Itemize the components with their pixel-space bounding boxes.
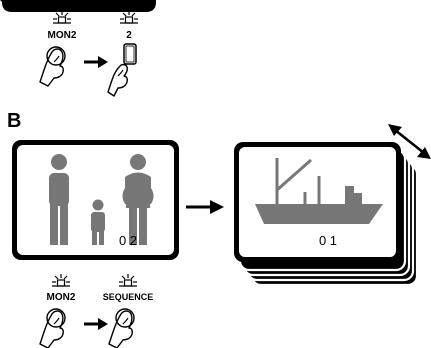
- top-2-button-icon[interactable]: [123, 43, 137, 65]
- right-monitor-stack: 0 1: [234, 142, 419, 287]
- top-mon2-label: MON2: [48, 30, 77, 41]
- top-mon2-button-group: MON2: [39, 10, 77, 87]
- top-arrow-right-icon: [82, 54, 110, 70]
- double-arrow-icon: [388, 124, 431, 159]
- bottom-mon2-label: MON2: [47, 292, 76, 303]
- bottom-mon2-led-icon: [51, 273, 71, 287]
- top-2-button-group: 2: [107, 10, 139, 97]
- ship-icon: [255, 158, 383, 224]
- top-panel-edge: [0, 0, 156, 12]
- bottom-arrow-right-icon: [82, 316, 110, 332]
- arrow-right-icon: [186, 200, 224, 214]
- top-2-label: 2: [126, 30, 132, 41]
- section-letter-b: B: [7, 110, 21, 132]
- bottom-sequence-press-icon[interactable]: [108, 308, 135, 348]
- top-2-led-icon: [119, 10, 139, 24]
- top-2-finger-icon: [107, 63, 128, 97]
- bottom-sequence-label: SEQUENCE: [103, 292, 154, 302]
- bottom-sequence-button-group: SEQUENCE: [103, 273, 154, 348]
- bottom-sequence-led-icon: [118, 273, 138, 287]
- left-monitor: 0 2: [12, 140, 179, 260]
- right-screen-number: 0 1: [319, 233, 337, 248]
- top-panel: [0, 0, 156, 12]
- bottom-mon2-press-icon[interactable]: [39, 308, 66, 348]
- left-screen-number: 0 2: [119, 233, 137, 248]
- bottom-mon2-button-group: MON2: [39, 273, 76, 348]
- top-mon2-led-icon: [52, 10, 72, 24]
- top-mon2-press-icon[interactable]: [39, 46, 66, 87]
- people-icon: [49, 154, 154, 245]
